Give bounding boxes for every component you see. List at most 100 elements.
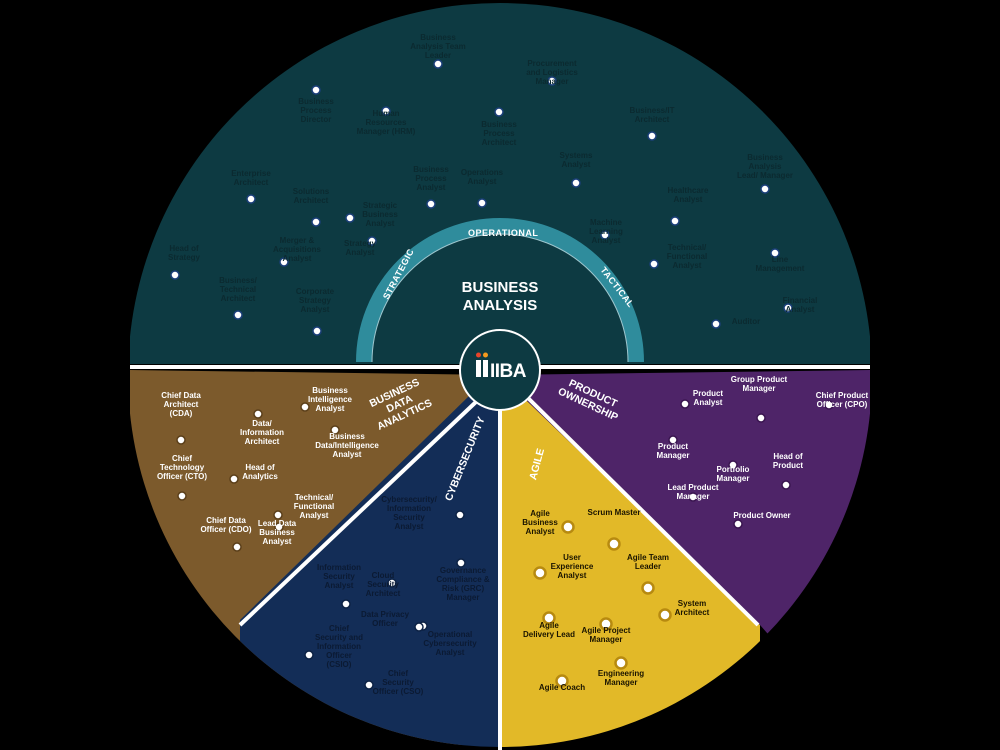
role-dot (688, 492, 698, 502)
role-label: Product Owner (733, 511, 790, 520)
role-label: Scrum Master (588, 508, 641, 517)
role-label: Auditor (732, 317, 760, 326)
role-dot (330, 425, 340, 435)
role-dot (756, 413, 766, 423)
role-dot (433, 59, 443, 69)
iiba-logo: IIBA (476, 352, 527, 382)
role-dot (733, 519, 743, 529)
iiba-logo-text: IIBA (490, 361, 527, 382)
role-dot (680, 399, 690, 409)
role-dot (614, 656, 628, 670)
center-title-line1: BUSINESS (462, 279, 539, 296)
role-dot (345, 213, 355, 223)
role-item: Scrum Master (588, 508, 641, 551)
role-dot (246, 194, 256, 204)
role-dot (341, 599, 351, 609)
role-dot (600, 230, 610, 240)
analysis-ring-inner (371, 233, 629, 363)
role-item: Agile Coach (539, 674, 585, 692)
role-dot (387, 578, 397, 588)
sector-dividers (130, 365, 870, 750)
role-dot (477, 198, 487, 208)
ring-label-operational: OPERATIONAL (468, 228, 538, 238)
role-dot (233, 310, 243, 320)
role-dot (533, 566, 547, 580)
role-dot (641, 581, 655, 595)
role-dot (670, 216, 680, 226)
analysis-ring (356, 218, 644, 363)
role-dot (728, 460, 738, 470)
role-dot (760, 184, 770, 194)
center-hub (459, 329, 541, 411)
role-dot (170, 270, 180, 280)
role-dot (364, 680, 374, 690)
role-dot (414, 622, 424, 632)
role-dot (274, 522, 284, 532)
role-dot (311, 85, 321, 95)
role-item: Auditor (711, 317, 760, 329)
role-dot (542, 611, 556, 625)
role-dot (455, 510, 465, 520)
role-dot (647, 131, 657, 141)
role-dot (711, 319, 721, 329)
